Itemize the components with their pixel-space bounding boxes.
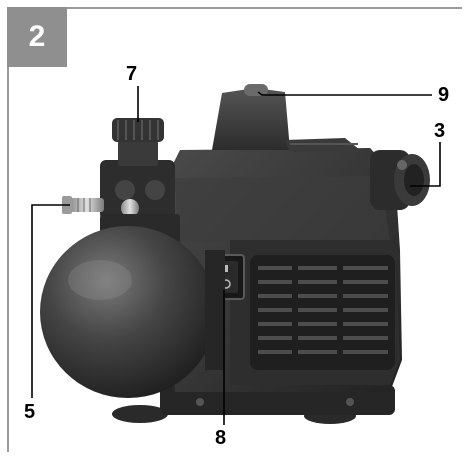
outlet-fitting: [370, 150, 430, 210]
figure-frame: [7, 7, 462, 452]
callout-5: 5: [24, 401, 36, 423]
pressure-regulator: [100, 118, 180, 244]
callout-8: 8: [215, 427, 227, 449]
figure-number-badge: 2: [7, 7, 67, 67]
callout-3: 3: [434, 120, 446, 142]
carry-handle: [212, 84, 360, 152]
leader-lines: [31, 86, 441, 425]
callout-9: 9: [438, 84, 450, 106]
callout-7: 7: [126, 63, 138, 85]
cooling-grille: [250, 255, 395, 370]
base-feet: [112, 385, 395, 424]
air-tank: [40, 226, 225, 398]
